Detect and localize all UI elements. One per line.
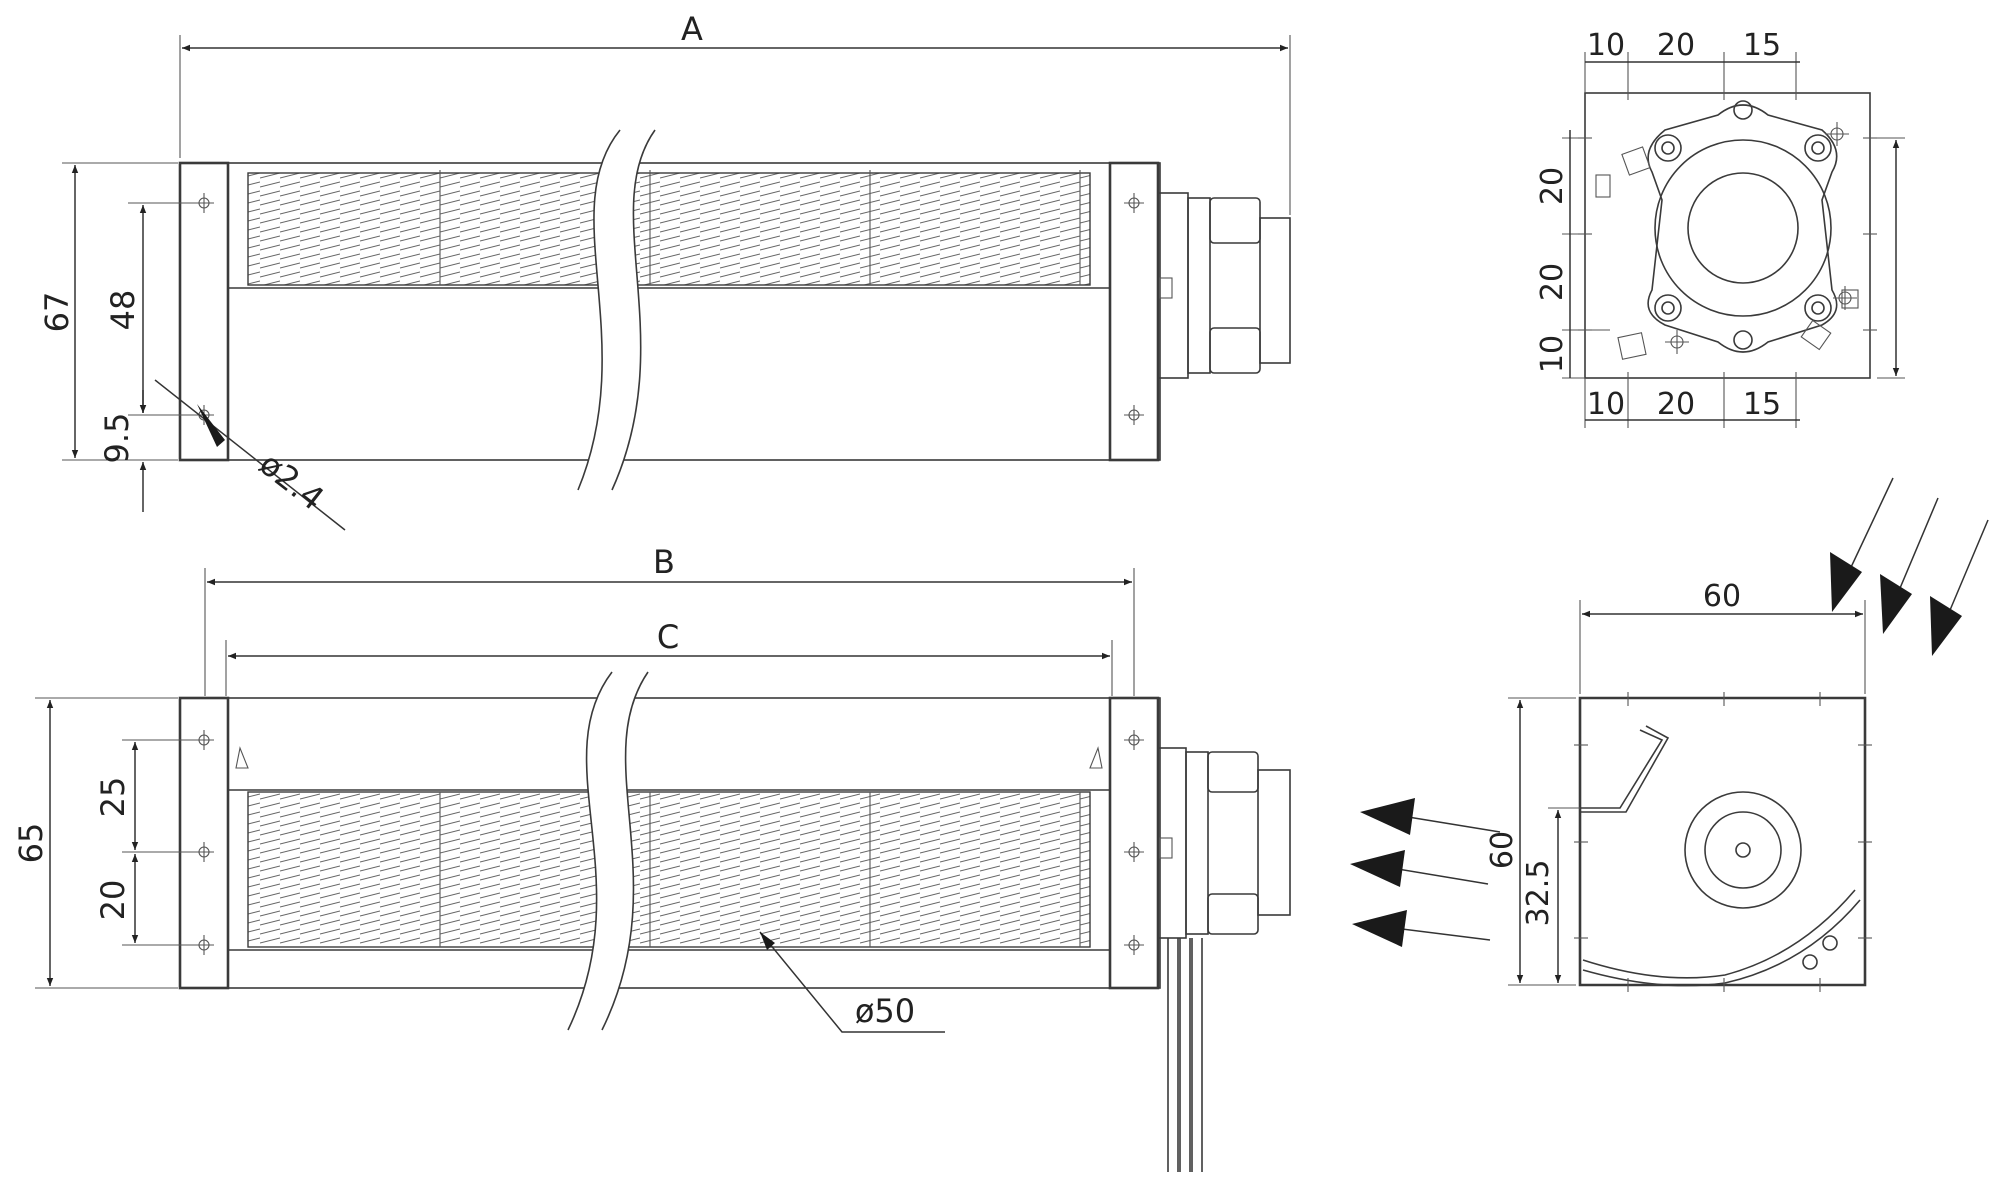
end-plate-outline bbox=[1584, 92, 1871, 379]
flange-screw bbox=[1654, 100, 1832, 350]
airflow-arrow-outlet bbox=[1350, 798, 1501, 947]
bottom-view: B C 65 25 20 ø50 bbox=[12, 543, 1291, 1172]
dim-impeller-dia-label: ø50 bbox=[855, 992, 915, 1030]
bottom-mount-hole bbox=[194, 730, 1144, 955]
dim-b-label: B bbox=[653, 543, 675, 581]
side-motor-inner bbox=[1704, 811, 1782, 889]
motor-outer-ring bbox=[1654, 139, 1832, 317]
end-top-dim-1: 10 bbox=[1587, 28, 1625, 63]
end-view: 10 20 15 10 20 15 20 20 10 bbox=[1535, 28, 1905, 428]
airflow-arrow-inlet bbox=[1830, 477, 1989, 656]
end-top-dim-3: 15 bbox=[1743, 28, 1781, 63]
dim-67-label: 67 bbox=[38, 292, 76, 333]
front-impeller bbox=[247, 172, 1091, 286]
bottom-break-mask bbox=[568, 672, 648, 1030]
front-break-mask bbox=[578, 130, 655, 490]
end-top-dim-2: 20 bbox=[1657, 28, 1695, 63]
dim-65-label: 65 bbox=[12, 823, 50, 864]
end-left-dim-1: 20 bbox=[1535, 167, 1570, 205]
end-left-dim-2: 20 bbox=[1535, 263, 1570, 301]
end-bottom-dim-2: 20 bbox=[1657, 387, 1695, 422]
side-height-label: 60 bbox=[1485, 831, 1520, 869]
front-motor bbox=[1157, 192, 1291, 379]
dim-20-label: 20 bbox=[94, 880, 132, 921]
dim-hole-dia-label: ø2.4 bbox=[252, 445, 331, 518]
dim-a-label: A bbox=[681, 10, 703, 48]
end-left-dim-3: 10 bbox=[1535, 335, 1570, 373]
dim-c-label: C bbox=[657, 618, 679, 656]
motor-inner-ring bbox=[1687, 172, 1799, 284]
dim-9-5-label: 9.5 bbox=[98, 413, 136, 464]
front-view: A 67 48 9.5 ø2.4 bbox=[38, 10, 1291, 531]
bottom-motor bbox=[1157, 747, 1291, 939]
side-view: 60 60 32.5 bbox=[1485, 579, 1872, 992]
motor-wires bbox=[1167, 938, 1203, 1172]
side-center-height-label: 32.5 bbox=[1521, 860, 1556, 927]
motor-flange bbox=[1647, 104, 1838, 353]
dim-25-label: 25 bbox=[94, 777, 132, 818]
end-bottom-dim-1: 10 bbox=[1587, 387, 1625, 422]
front-left-end-plate bbox=[178, 161, 230, 462]
side-housing bbox=[1578, 696, 1867, 987]
side-width-label: 60 bbox=[1703, 579, 1741, 614]
bottom-impeller bbox=[247, 791, 1091, 948]
dim-48-label: 48 bbox=[104, 290, 142, 331]
bottom-left-end-plate bbox=[178, 696, 230, 990]
end-bottom-dim-3: 15 bbox=[1743, 387, 1781, 422]
side-motor-outer bbox=[1684, 791, 1802, 909]
